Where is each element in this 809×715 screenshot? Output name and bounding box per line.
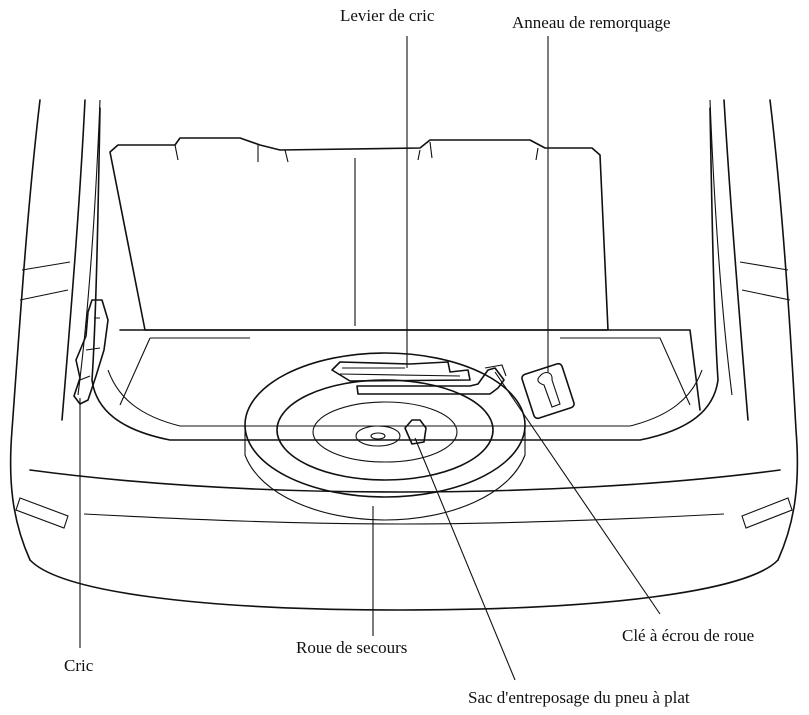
label-flat-tire-bag: Sac d'entreposage du pneu à plat bbox=[468, 688, 690, 707]
trunk-floor-left bbox=[119, 337, 250, 406]
spare-tire-hub bbox=[355, 425, 401, 447]
right-quarter-panel bbox=[739, 261, 791, 301]
jack-lever-shape bbox=[331, 361, 471, 382]
label-lug-wrench: Clé à écrou de roue bbox=[622, 626, 755, 645]
label-jack: Cric bbox=[64, 656, 94, 675]
towing-eye-tray bbox=[521, 362, 575, 420]
headrest-left bbox=[174, 144, 259, 162]
bumper-top bbox=[29, 469, 781, 493]
right-reflector bbox=[741, 497, 793, 529]
leader-lug-wrench bbox=[494, 371, 661, 615]
trunk-floor-back bbox=[119, 329, 701, 411]
spare-tire-outer bbox=[276, 379, 494, 481]
spare-tire-rim bbox=[312, 401, 458, 463]
label-towing-eye: Anneau de remorquage bbox=[512, 13, 671, 32]
flat-tire-bag-shape bbox=[404, 419, 427, 445]
headrest-right bbox=[429, 141, 539, 161]
label-spare-tire: Roue de secours bbox=[296, 638, 408, 657]
leader-flat-tire-bag bbox=[414, 437, 516, 681]
bumper-step bbox=[83, 513, 725, 525]
trunk-floor-right bbox=[560, 337, 691, 406]
trunk-opening bbox=[91, 107, 719, 441]
spare-tire-well-rim bbox=[244, 425, 526, 521]
left-quarter-panel bbox=[19, 261, 71, 301]
spare-tire-hub-center bbox=[370, 432, 386, 440]
jack-shape-inner bbox=[79, 317, 101, 381]
right-body-side bbox=[769, 99, 799, 561]
right-pillar-inner bbox=[723, 99, 749, 421]
jack-lever-shape-inner bbox=[339, 367, 461, 377]
seatback bbox=[109, 137, 609, 331]
left-body-side bbox=[9, 99, 41, 561]
wrench-shape bbox=[356, 367, 505, 395]
left-reflector bbox=[15, 497, 69, 529]
headrest-middle bbox=[284, 149, 421, 163]
wrench-socket bbox=[484, 364, 507, 377]
label-jack-lever: Levier de cric bbox=[340, 6, 435, 25]
bumper-lower bbox=[29, 559, 779, 611]
right-pillar-edge bbox=[709, 99, 733, 396]
left-pillar-inner bbox=[61, 99, 86, 421]
trunk-opening-inner bbox=[107, 369, 703, 427]
towing-eye-shape bbox=[537, 371, 561, 408]
left-pillar-edge bbox=[77, 99, 101, 396]
